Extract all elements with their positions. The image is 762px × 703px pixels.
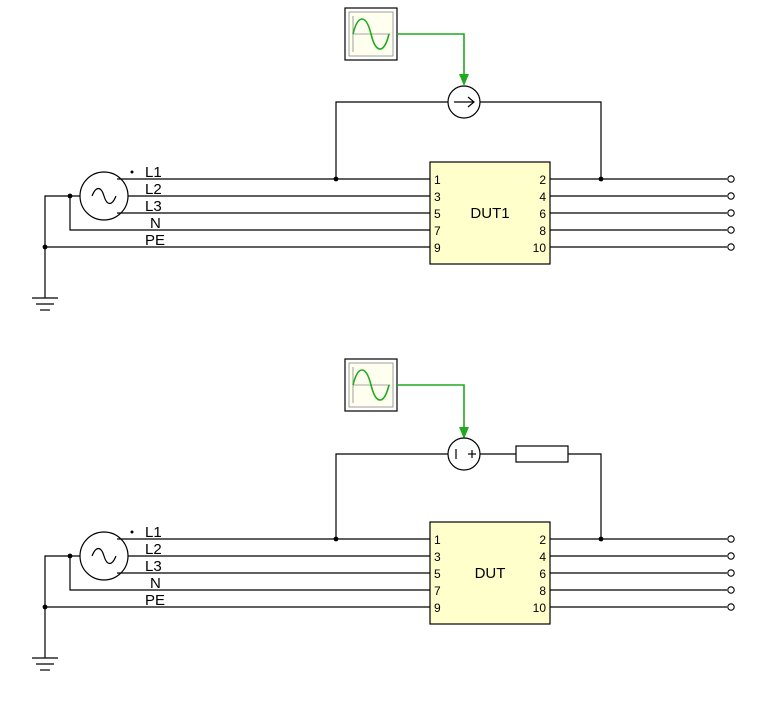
output-terminal [727,603,735,611]
arrow-down-icon [459,427,469,439]
pin-label: 6 [539,207,546,221]
line-label-l1: L1 [145,164,162,181]
pin-label: 2 [539,533,546,547]
junction-dot [42,604,48,610]
pin-label: 5 [434,567,441,581]
pin-label: 3 [434,190,441,204]
sine-generator-icon [344,358,398,412]
line-label-l2: L2 [145,181,162,198]
source-right-wire [568,453,602,539]
pin-label: 4 [539,190,546,204]
arrow-down-icon [459,74,469,86]
line-n [69,556,430,591]
source-right-wire [480,101,602,179]
dut-name: DUT1 [470,205,509,222]
pin-label: 8 [539,224,546,238]
junction-dot [67,193,73,199]
output-terminal [727,586,735,594]
bottom-circuit: L1 L2 L3 N PE DUT 1 3 5 7 9 2 4 6 8 10 [32,358,735,671]
pin-label: 10 [533,241,547,255]
line-label-l3: L3 [145,198,162,215]
pin-label: 9 [434,241,441,255]
line-label-pe: PE [145,232,165,249]
line-label-n: N [150,575,161,592]
output-terminal [727,226,735,234]
pin-label: 4 [539,550,546,564]
junction-dot [42,244,48,250]
output-terminal [727,569,735,577]
line-label-l2: L2 [145,541,162,558]
line-label-pe: PE [145,592,165,609]
control-signal-wire [397,384,465,431]
phase-marker [130,170,134,174]
control-signal-wire [397,33,465,78]
source-left-wire [335,101,448,179]
dut-name: DUT [475,565,506,582]
voltage-source-icon [447,437,481,471]
pin-label: 8 [539,584,546,598]
sine-generator-icon [344,7,398,61]
line-n [69,196,430,231]
source-left-wire [335,453,448,539]
pin-label: 2 [539,173,546,187]
pin-label: 10 [533,601,547,615]
output-terminal [727,175,735,183]
junction-dot [598,176,604,182]
resistor-icon [515,445,569,463]
junction-dot [333,536,339,542]
pin-label: 1 [434,173,441,187]
pin-label: 9 [434,601,441,615]
output-terminal [727,192,735,200]
output-terminal [727,209,735,217]
dut-block [429,161,551,265]
output-terminal [727,552,735,560]
line-label-n: N [150,215,161,232]
line-label-l1: L1 [145,524,162,541]
junction-dot [333,176,339,182]
pin-label: 7 [434,584,441,598]
current-source-icon [447,85,481,119]
output-terminal [727,535,735,543]
pin-label: 7 [434,224,441,238]
ground-icon [32,297,58,311]
ground-icon [32,657,58,671]
pin-label: 1 [434,533,441,547]
output-terminal [727,243,735,251]
junction-dot [67,553,73,559]
phase-marker [130,530,134,534]
dut-block [429,521,551,625]
pin-label: 5 [434,207,441,221]
line-label-l3: L3 [145,558,162,575]
pin-label: 6 [539,567,546,581]
pin-label: 3 [434,550,441,564]
top-circuit: L1 L2 L3 N PE DUT1 1 3 5 7 9 2 4 6 8 10 [32,7,735,311]
junction-dot [598,536,604,542]
